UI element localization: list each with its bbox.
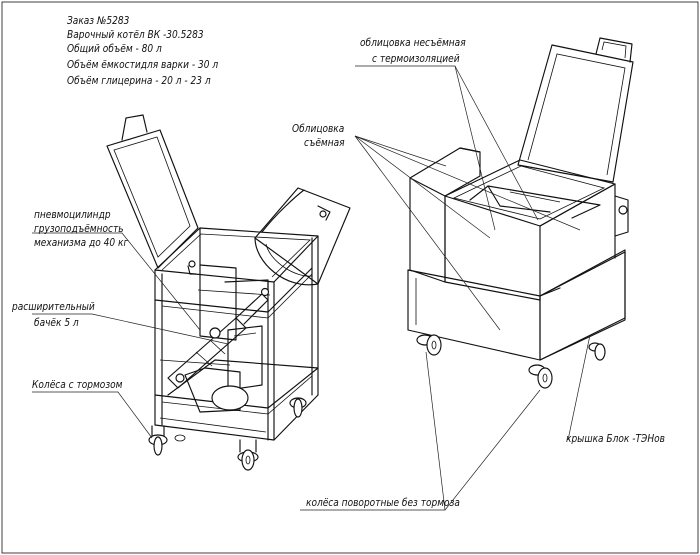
spec-total-volume: Общий объём - 80 л bbox=[67, 43, 162, 55]
spec-order: Заказ №5283 bbox=[67, 15, 130, 27]
right-assembly bbox=[407, 37, 634, 389]
left-wheels bbox=[148, 397, 307, 471]
label-tank-1: расширительный bbox=[12, 301, 95, 313]
expansion-tank bbox=[227, 325, 263, 391]
left-lid-handle bbox=[121, 114, 148, 141]
left-lid bbox=[106, 129, 199, 269]
label-cladding-removable-1: Облицовка bbox=[292, 123, 345, 135]
right-lid-handle bbox=[595, 37, 633, 63]
label-wheels-brake: Колёса с тормозом bbox=[32, 379, 123, 391]
label-wheels-swivel: колёса поворотные без тормоза bbox=[306, 497, 460, 509]
right-lid bbox=[517, 44, 634, 183]
tilting-vessel bbox=[254, 187, 351, 285]
right-wheels bbox=[416, 334, 606, 389]
label-pneumo-3: механизма до 40 кг bbox=[34, 237, 129, 249]
label-heater-cover: крышка Блок -ТЭНов bbox=[566, 433, 665, 445]
spec-vessel-volume: Объём ёмкостидля варки - 30 л bbox=[67, 59, 219, 71]
label-cladding-fixed-2: с термоизоляцией bbox=[372, 53, 460, 65]
label-tank-2: бачёк 5 л bbox=[34, 317, 79, 329]
left-assembly bbox=[106, 114, 351, 471]
label-pneumo-1: пневмоцилиндр bbox=[34, 209, 111, 221]
label-cladding-fixed-1: облицовка несъёмная bbox=[360, 37, 466, 49]
label-pneumo-2: грузоподъёмность bbox=[34, 223, 124, 235]
spec-glycerin-volume: Объём глицерина - 20 л - 23 л bbox=[67, 75, 211, 87]
removable-cladding-side bbox=[409, 147, 481, 283]
label-cladding-removable-2: съёмная bbox=[304, 137, 345, 149]
spec-boiler: Варочный котёл ВК -30.5283 bbox=[67, 29, 204, 41]
left-frame-bottom bbox=[154, 367, 319, 409]
heater-block-cover bbox=[539, 251, 626, 361]
leader-lines bbox=[32, 65, 591, 511]
